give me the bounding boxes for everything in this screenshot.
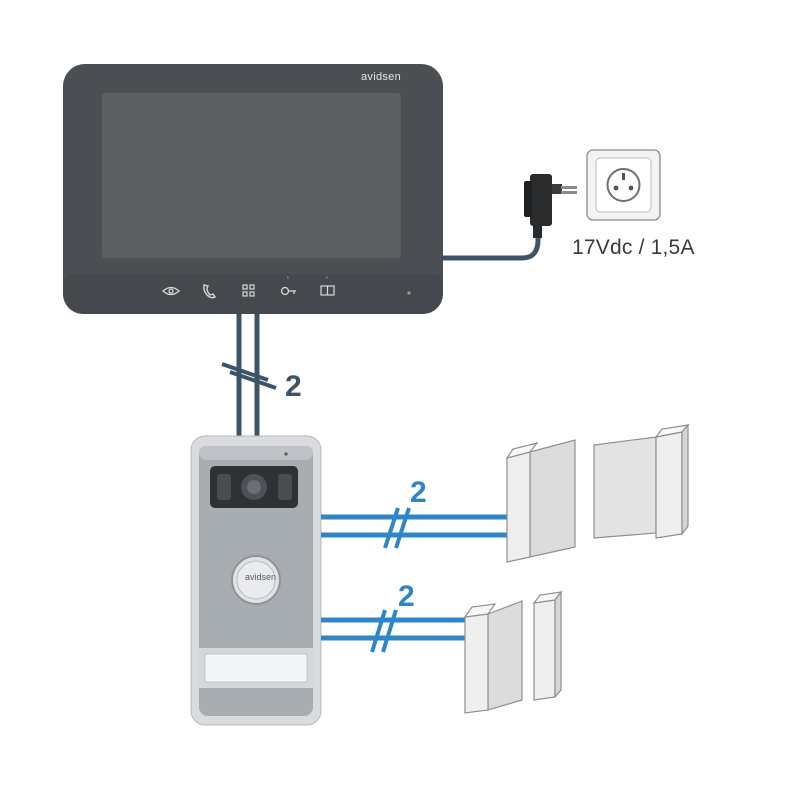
gate-cables <box>321 507 509 549</box>
wire-count-door-lock: 2 <box>398 580 415 613</box>
door-icon[interactable] <box>320 276 335 296</box>
microphone-dot <box>407 291 411 295</box>
key-icon[interactable] <box>280 276 297 296</box>
wall-socket <box>586 149 661 221</box>
gate <box>505 423 690 563</box>
name-plate <box>204 653 308 683</box>
power-adapter <box>524 174 577 238</box>
door-lock <box>463 590 563 714</box>
monitor-screen <box>102 93 401 258</box>
outdoor-unit <box>190 435 322 726</box>
door-lock-cables <box>321 609 465 653</box>
eye-icon[interactable] <box>162 286 180 296</box>
monitor-outdoor-cables <box>221 312 277 438</box>
monitor-brand-logo: avidsen <box>361 71 402 83</box>
power-cable <box>432 226 541 261</box>
phone-icon[interactable] <box>203 284 217 299</box>
indoor-monitor <box>63 64 443 314</box>
wire-count-monitor: 2 <box>285 370 302 403</box>
power-supply-label: 17Vdc / 1,5A <box>572 236 695 259</box>
wire-count-gate: 2 <box>410 476 427 509</box>
button-brand-logo: avidsen <box>245 572 277 582</box>
grid-icon[interactable] <box>242 284 255 297</box>
